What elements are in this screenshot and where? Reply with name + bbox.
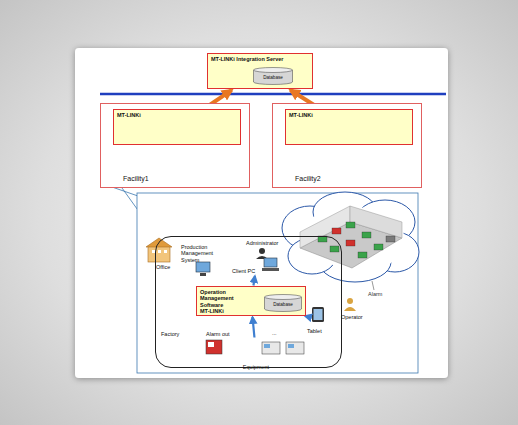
operator-person	[344, 298, 356, 311]
role-label: Administrator	[246, 240, 278, 246]
node-title: Operation Management Software	[200, 289, 258, 308]
connector-arrow	[253, 276, 254, 286]
facility-box: Facility1 MT-LINKi	[100, 103, 250, 188]
ellipsis-label: ...	[272, 330, 277, 336]
production-pc	[196, 262, 210, 276]
node-title: Database	[263, 75, 283, 80]
administrator-person	[256, 248, 268, 259]
place-label: Office	[156, 264, 170, 270]
office-building	[146, 238, 172, 262]
node-title: MT-LINKi	[117, 112, 237, 118]
node-title: Facility1	[123, 175, 249, 183]
cloud	[282, 192, 419, 282]
alarm-label: Alarm	[368, 291, 382, 297]
client-pc	[262, 258, 279, 271]
signal-label: Alarm out	[206, 331, 230, 337]
operation-software-box: Operation Management SoftwareMT-LINKiDat…	[196, 286, 306, 316]
equipment-node: Equipment	[201, 338, 311, 370]
node-title: MT-LINKi	[289, 112, 409, 118]
connector-arrow	[253, 317, 255, 338]
tablet-node: Tablet	[306, 307, 337, 334]
integration-server-box: MT-LINKi Integration ServerDatabase	[207, 53, 313, 89]
client-pc-node: Client PC	[229, 257, 284, 275]
card	[75, 48, 448, 378]
leader-line	[372, 281, 374, 290]
node-title: MT-LINKi Integration Server	[211, 56, 309, 62]
node-subtitle: MT-LINKi	[200, 308, 302, 314]
tablet-icon	[312, 307, 324, 322]
node-title: Client PC	[232, 268, 284, 274]
detail-panel	[137, 193, 418, 373]
factory-machines	[318, 222, 395, 258]
node-title: Tablet	[307, 328, 337, 334]
database-cylinder: Database	[253, 67, 293, 85]
mtlinki-box: MT-LINKi	[113, 109, 241, 145]
system-label: Production Management System	[181, 244, 225, 263]
equipment-machines	[206, 340, 304, 354]
database-cylinder: Database	[264, 294, 302, 312]
network-bus	[100, 93, 446, 96]
node-title: Facility2	[295, 175, 421, 183]
facility-box: Facility2 MT-LINKi	[272, 103, 422, 188]
node-title: Database	[273, 302, 293, 307]
factory-floor	[300, 206, 402, 268]
node-title: Equipment	[243, 364, 269, 370]
mtlinki-box: MT-LINKi	[285, 109, 413, 145]
role-label: Operator	[341, 314, 363, 320]
